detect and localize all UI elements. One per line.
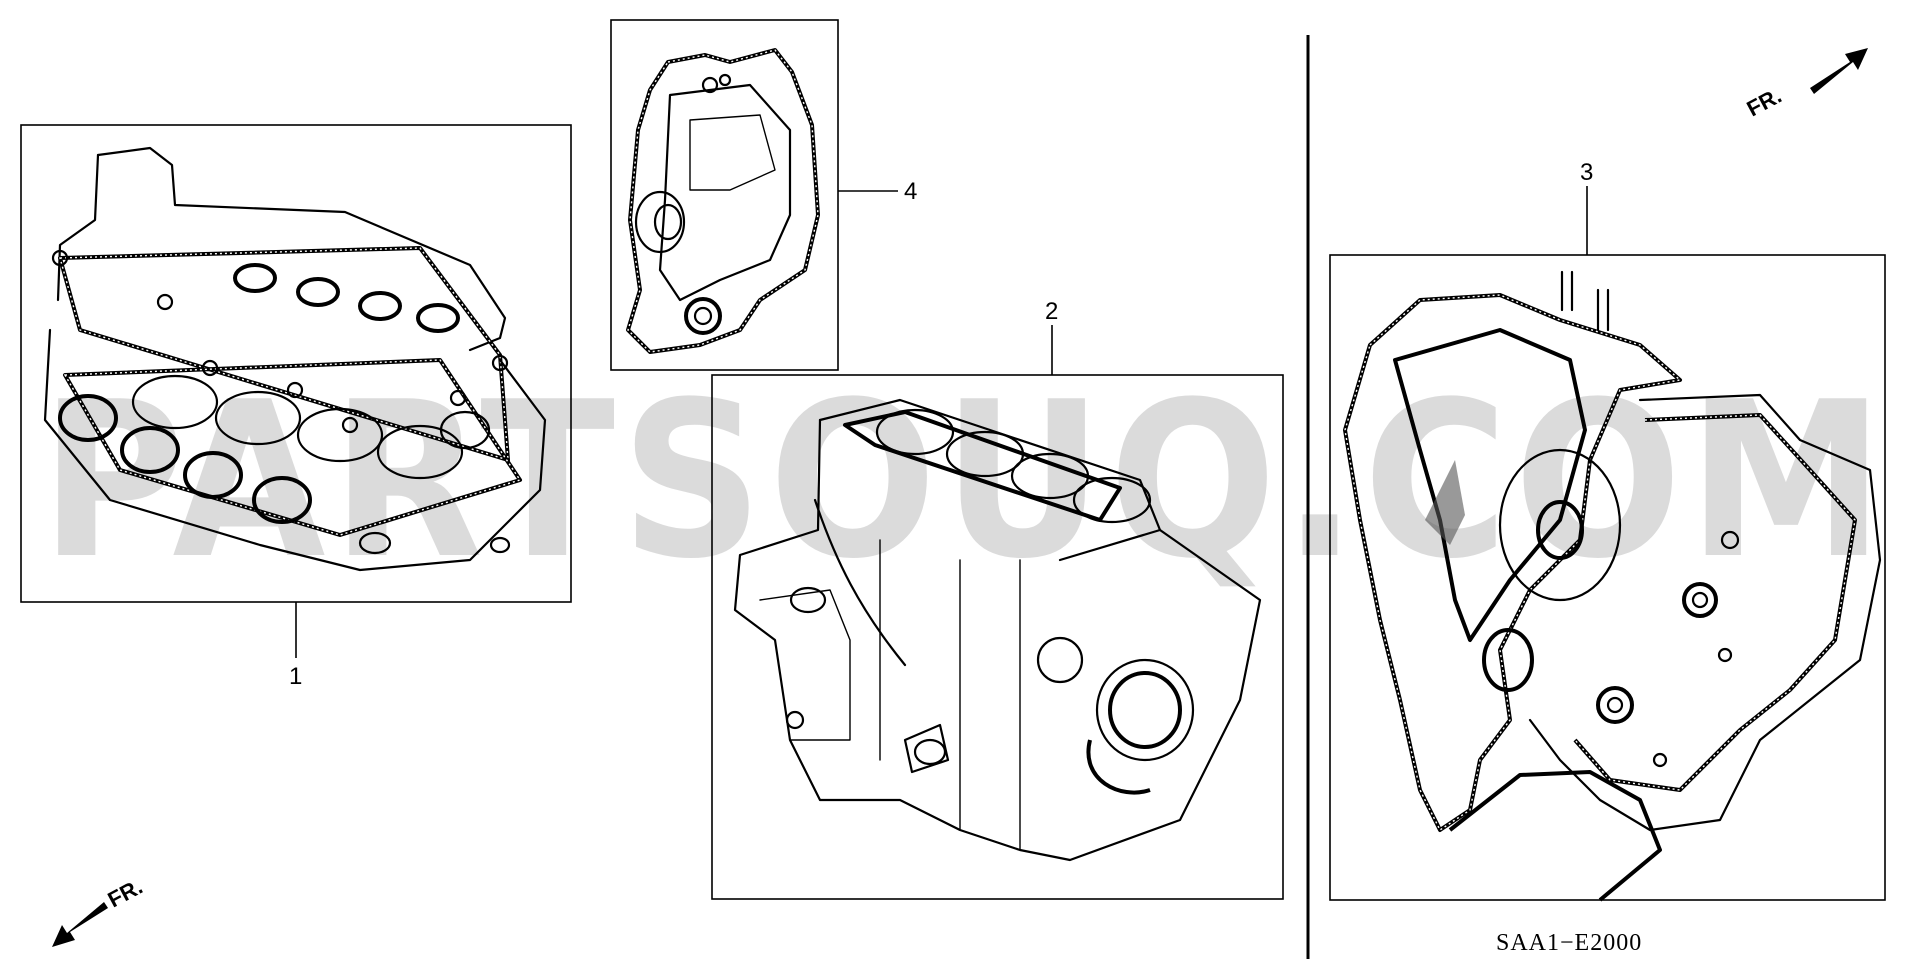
engine-block-illustration <box>733 398 1262 862</box>
callout-group-4[interactable]: 4 <box>610 19 917 371</box>
callout-label-4[interactable]: 4 <box>904 178 917 205</box>
cylinder-head-illustration <box>43 146 547 572</box>
part-frame-2 <box>711 374 1284 900</box>
front-direction-indicator-bottom: FR. <box>52 874 147 947</box>
callout-label-3[interactable]: 3 <box>1580 159 1593 186</box>
timing-cover-illustration <box>626 48 820 354</box>
front-direction-indicator-top: FR. <box>1743 48 1868 121</box>
part-frame-3 <box>1329 254 1886 901</box>
callout-group-2[interactable]: 2 <box>711 298 1284 900</box>
arrow-down-left-icon <box>52 902 108 947</box>
callout-group-1[interactable]: 1 <box>20 124 572 690</box>
diagram-code: SAA1−E2000 <box>1496 930 1642 956</box>
callout-label-1[interactable]: 1 <box>289 663 302 690</box>
watermark-text: PARTSOUQ.COM <box>40 355 1890 606</box>
transmission-case-illustration <box>1343 270 1882 902</box>
arrow-up-right-icon <box>1810 48 1868 94</box>
callout-group-3[interactable]: 3 <box>1329 159 1886 902</box>
fr-label-top: FR. <box>1743 83 1786 122</box>
fr-label-bottom: FR. <box>104 874 147 913</box>
callout-label-2[interactable]: 2 <box>1045 298 1058 325</box>
part-frame-4 <box>610 19 839 371</box>
